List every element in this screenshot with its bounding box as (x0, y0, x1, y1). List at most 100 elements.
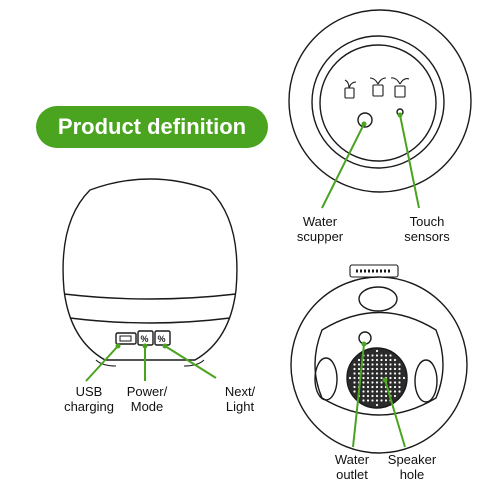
speaker-hole-dot (398, 363, 401, 366)
speaker-hole-dot (348, 376, 352, 380)
speaker-hole-dot (375, 403, 379, 407)
bottom-recess (314, 311, 444, 416)
bottom-leader-lines (352, 343, 406, 448)
speaker-hole-dot (393, 363, 397, 366)
speaker-hole-dot (362, 390, 365, 393)
speaker-hole-dot (357, 363, 361, 366)
top-inner-rim-2 (319, 44, 437, 162)
speaker-hole-dot (353, 367, 356, 371)
speaker-hole-dot (362, 372, 365, 375)
speaker-hole-dot (380, 354, 383, 357)
volume-up-icon: % (158, 334, 166, 344)
pot-body-outline (62, 178, 238, 361)
next-light-button[interactable] (154, 330, 171, 346)
speaker-hole-dot (375, 358, 379, 362)
speaker-hole-dot (380, 385, 383, 389)
speaker-hole-dot (375, 385, 379, 389)
bottom-label-plate (349, 264, 399, 278)
power-mode-label: Power/ Mode (126, 384, 168, 414)
speaker-hole-dot (389, 381, 392, 384)
speaker-hole-dot (371, 390, 374, 393)
pot-top-view (288, 9, 472, 193)
bottom-left-foot (314, 357, 338, 401)
speaker-hole-dot (366, 394, 370, 398)
speaker-hole-dot (362, 394, 365, 398)
speaker-hole-dot (393, 376, 397, 380)
speaker-hole-dot (375, 372, 379, 375)
speaker-hole-dot (380, 372, 383, 375)
speaker-hole-dot (366, 385, 370, 389)
speaker-hole-dot (362, 399, 365, 402)
speaker-hole-dot (389, 363, 392, 366)
speaker-hole-dot (393, 390, 397, 393)
speaker-hole-dot (398, 372, 401, 375)
volume-down-icon: % (141, 334, 149, 344)
pot-side-view: % % (62, 178, 238, 367)
speaker-hole-dot (380, 381, 383, 384)
speaker-hole-dot (371, 372, 374, 375)
speaker-hole-dot (393, 367, 397, 371)
speaker-hole-dot (375, 376, 379, 380)
speaker-hole-dot (371, 358, 374, 362)
speaker-hole-dot (380, 394, 383, 398)
speaker-hole-dot (371, 363, 374, 366)
speaker-hole-dot (353, 381, 356, 384)
speaker-hole-dot (380, 390, 383, 393)
banner-title: Product definition (57, 114, 247, 139)
water-outlet-label: Water outlet (334, 452, 370, 482)
outlet-leader (352, 343, 365, 448)
pot-bottom-view (290, 264, 468, 454)
pot-band-bottom (69, 317, 231, 324)
top-inner-rim (311, 35, 445, 169)
speaker-hole-dot (371, 399, 374, 402)
usb-leader (85, 345, 119, 382)
speaker-hole-dot (393, 372, 397, 375)
bottom-leader-ends (361, 341, 388, 383)
speaker-hole-dot (389, 354, 392, 357)
speaker-hole-dot (398, 385, 401, 389)
speaker-hole-dot (357, 372, 361, 375)
speaker-hole-dot (393, 385, 397, 389)
speaker-hole-dot (362, 376, 365, 380)
plant-sprout-icon (369, 77, 387, 97)
top-leader-ends (361, 112, 403, 127)
usb-charging-label: USB charging (64, 384, 114, 414)
speaker-hole-dot (389, 358, 392, 362)
speaker-hole-dot (366, 358, 370, 362)
speaker-hole-dot (353, 376, 356, 380)
pot-foot-left (95, 359, 117, 367)
usb-port[interactable] (115, 332, 137, 345)
speaker-hole-dot (371, 381, 374, 384)
speaker-hole-dot (353, 385, 356, 389)
speaker-hole-dot (375, 363, 379, 366)
speaker-hole-dot (384, 367, 388, 371)
speaker-hole-dot (380, 367, 383, 371)
touch-leader (399, 114, 420, 209)
speaker-hole-dot (384, 354, 388, 357)
speaker-hole-dot (384, 399, 388, 402)
speaker-hole-dot (398, 376, 401, 380)
bottom-right-foot (414, 359, 438, 403)
speaker-hole-dot (384, 394, 388, 398)
speaker-hole-dot (353, 372, 356, 375)
speaker-hole-dot (389, 390, 392, 393)
speaker-hole-dot (366, 376, 370, 380)
speaker-hole-dot (380, 363, 383, 366)
speaker-hole-dot (393, 394, 397, 398)
speaker-hole-dot (384, 358, 388, 362)
speaker-holes (348, 349, 406, 407)
speaker-hole-dot (375, 354, 379, 357)
speaker-hole-dot (393, 381, 397, 384)
speaker-hole-dot (380, 376, 383, 380)
product-definition-banner: Product definition (36, 106, 268, 148)
speaker-hole-label: Speaker hole (387, 452, 437, 482)
speaker-hole-dot (362, 367, 365, 371)
speaker-hole-dot (384, 363, 388, 366)
speaker-hole-dot (389, 376, 392, 380)
speaker-hole-dot (393, 358, 397, 362)
speaker-hole-dot (366, 372, 370, 375)
speaker-hole-dot (375, 349, 379, 353)
water-scupper-hole (357, 112, 373, 128)
plant-bloom-icon (390, 77, 410, 98)
